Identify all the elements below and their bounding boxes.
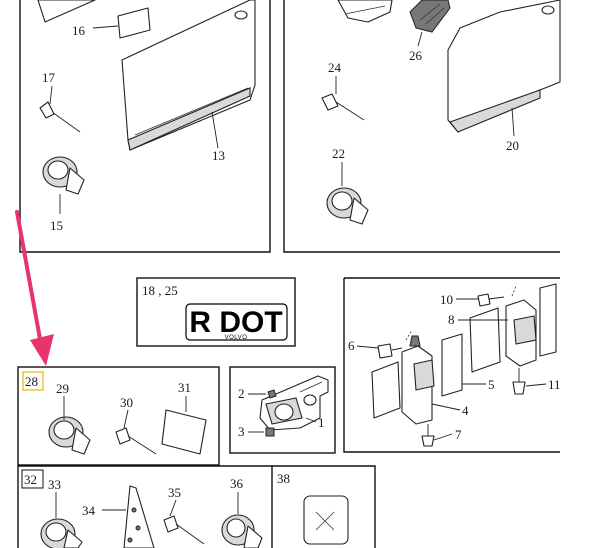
callout-30: 30 [120,395,133,410]
rear-door-handle [541,5,555,15]
clip-29 [48,416,91,455]
rivet-24 [321,93,365,121]
rivet-30 [115,427,157,455]
clip-22 [326,187,369,225]
callout-7: 7 [455,427,462,442]
panel-38: 38 [272,465,376,548]
callout-34: 34 [82,503,96,518]
bracket-34 [123,485,155,548]
pad-31 [161,409,207,455]
check-strap-1 [259,375,329,431]
highlight-28 [22,371,44,391]
nut-3 [265,427,275,437]
rivet-17 [39,101,81,133]
panel-front-door: 16 17 15 13 [19,0,271,253]
callout-28: 28 [25,374,38,389]
clip-15 [42,156,85,195]
sticker-16 [117,7,151,39]
panel-28: 28 29 30 31 [17,366,220,466]
emblem-text: R DOT [189,306,282,339]
part-26 [409,0,451,33]
panel-check-strap: 2 3 1 [229,366,336,454]
callout-11: 11 [548,377,561,392]
callout-10: 10 [440,292,453,307]
hinge-8 [505,285,537,367]
bolt-10 [477,293,505,307]
callout-8: 8 [448,312,455,327]
bolt-11 [512,368,526,395]
bolt-7 [421,424,435,447]
callout-20: 20 [506,138,519,153]
clip-36 [221,514,263,548]
door-handle [234,10,248,20]
callout-26: 26 [409,48,423,63]
callout-33: 33 [48,477,61,492]
callout-24: 24 [328,60,342,75]
panel-rear-door: 26 24 22 20 [283,0,561,253]
callout-22: 22 [332,146,345,161]
seal-38 [303,495,349,545]
callout-29: 29 [56,381,69,396]
panel-hinges: 10 8 6 5 4 7 11 [343,277,561,453]
bolt-2 [267,389,277,399]
callout-13: 13 [212,148,225,163]
callout-3: 3 [238,424,245,439]
rivet-35 [163,515,205,545]
panel-32: 32 33 34 35 36 [17,465,273,548]
callout-36: 36 [230,476,244,491]
callout-35: 35 [168,485,181,500]
door-moulding-13 [127,87,251,151]
pointer-arrow [15,210,54,366]
hinge-4 [401,329,435,425]
panel-emblem: 18 , 25 R DOT VOLVO [136,277,296,347]
callout-6: 6 [348,338,355,353]
callout-16: 16 [72,23,86,38]
callout-1: 1 [318,415,325,430]
callout-2: 2 [238,386,245,401]
box-32 [21,469,44,489]
hinge-plate-5 [371,361,401,419]
emblem-subtext: VOLVO [225,335,248,341]
bolt-6 [377,343,403,359]
callout-31: 31 [178,380,191,395]
emblem-badge [185,303,288,341]
callout-18-25: 18 , 25 [142,283,178,298]
callout-15: 15 [50,218,63,233]
callout-17: 17 [42,70,56,85]
callout-38: 38 [277,471,290,486]
callout-4: 4 [462,403,469,418]
door-moulding-20 [449,89,541,133]
callout-5: 5 [488,377,495,392]
clip-33 [40,518,83,548]
callout-32: 32 [24,472,37,487]
